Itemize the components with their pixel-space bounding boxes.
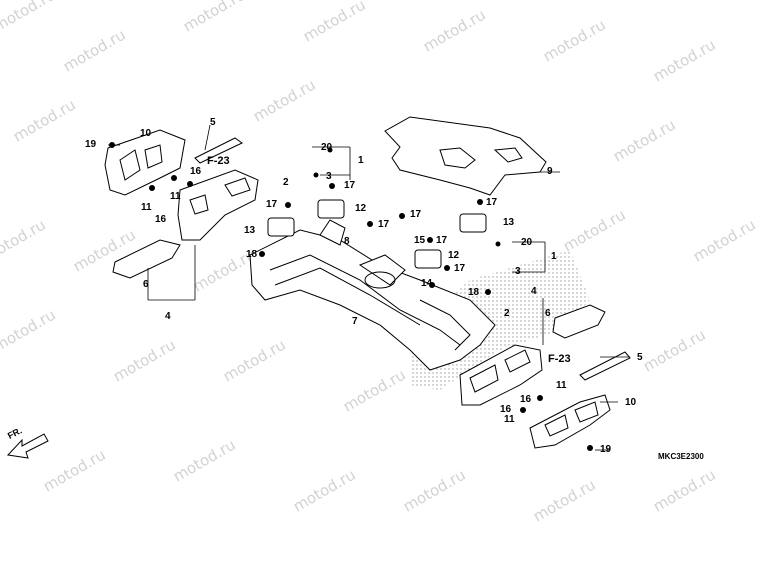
mount-part-12-left: [317, 199, 345, 219]
callout-part-16: 16: [520, 394, 532, 405]
callout-part-11: 11: [504, 414, 515, 425]
callout-part-2: 2: [283, 177, 289, 188]
callout-part-20: 20: [521, 237, 533, 248]
leader-lines: [108, 124, 630, 451]
diagram-code: MKC3E2300: [658, 452, 704, 461]
callout-part-6: 6: [545, 308, 551, 319]
callout-part-17: 17: [344, 180, 356, 191]
callout-part-13: 13: [503, 217, 515, 228]
callout-part-1: 1: [551, 251, 557, 262]
gasket-part-6-right: [552, 304, 606, 339]
callout-part-20: 20: [321, 142, 333, 153]
callout-part-19: 19: [600, 444, 612, 455]
callout-part-18: 18: [468, 287, 480, 298]
heat-shield-part-10-right: [529, 394, 611, 449]
callout-part-16: 16: [155, 214, 167, 225]
callout-part-8: 8: [344, 236, 350, 247]
callout-part-17: 17: [454, 263, 466, 274]
callout-part-17: 17: [266, 199, 278, 210]
callout-part-17: 17: [410, 209, 422, 220]
callout-part-5: 5: [210, 117, 216, 128]
callout-part-11: 11: [170, 191, 181, 202]
front-direction-arrow: [6, 433, 49, 459]
callout-part-13: 13: [244, 225, 256, 236]
reference-label: F-23: [548, 353, 571, 365]
callout-part-3: 3: [515, 266, 521, 277]
callout-part-10: 10: [625, 397, 637, 408]
callout-part-14: 14: [421, 278, 433, 289]
callout-part-3: 3: [326, 171, 332, 182]
callout-part-5: 5: [637, 352, 643, 363]
callout-part-12: 12: [355, 203, 367, 214]
fasteners: [109, 142, 593, 451]
callout-part-17: 17: [436, 235, 448, 246]
callout-part-6: 6: [143, 279, 149, 290]
mount-part-12-right: [414, 249, 442, 269]
callout-part-15: 15: [414, 235, 426, 246]
callout-part-1: 1: [358, 155, 364, 166]
callout-part-10: 10: [140, 128, 152, 139]
reference-label: F-23: [207, 155, 230, 167]
mount-part-13-left: [267, 217, 295, 237]
pipe-part-5-right: [579, 351, 631, 381]
protector-part-4-left: [177, 169, 259, 241]
protector-part-4-right: [459, 344, 543, 406]
gasket-part-6-left: [112, 239, 181, 279]
callout-part-16: 16: [500, 404, 512, 415]
callout-part-7: 7: [352, 316, 358, 327]
pipe-part-5-left: [194, 137, 243, 164]
callout-part-4: 4: [531, 286, 537, 297]
callout-part-17: 17: [378, 219, 390, 230]
cover-plate-part-9: [384, 116, 547, 196]
callout-part-17: 17: [486, 197, 498, 208]
callout-part-9: 9: [547, 166, 553, 177]
callout-part-18: 18: [246, 249, 258, 260]
callout-part-12: 12: [448, 250, 460, 261]
mount-part-13-right: [459, 213, 487, 233]
callout-part-4: 4: [165, 311, 171, 322]
main-frame-part-7: [249, 219, 496, 371]
callout-part-2: 2: [504, 308, 510, 319]
callout-part-11: 11: [556, 380, 567, 391]
callout-part-19: 19: [85, 139, 97, 150]
heat-shield-part-10-left: [104, 129, 186, 196]
callout-part-11: 11: [141, 202, 152, 213]
callout-part-16: 16: [190, 166, 202, 177]
